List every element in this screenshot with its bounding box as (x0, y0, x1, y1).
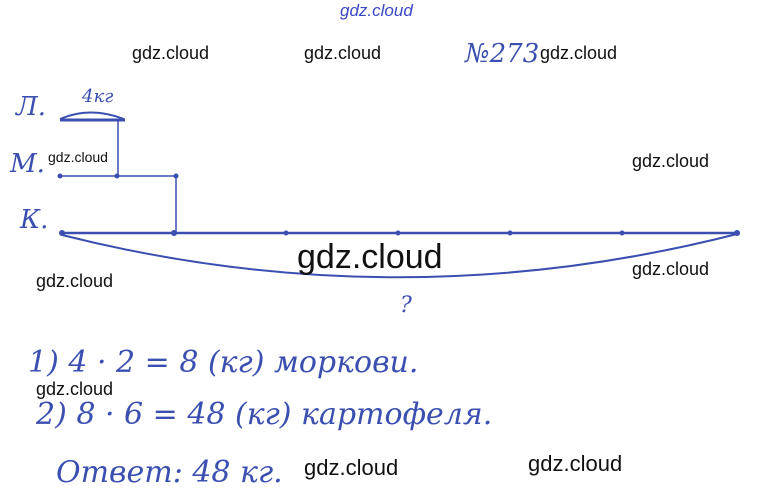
solution-step-1: 1) 4 · 2 = 8 (кг) моркови. (28, 345, 418, 380)
question-mark: ? (400, 293, 412, 318)
watermark: gdz.cloud (304, 43, 382, 63)
watermark: gdz.cloud (132, 43, 210, 63)
watermark: gdz.cloud (632, 259, 710, 279)
watermark-top: gdz.cloud (340, 1, 413, 20)
watermark: gdz.cloud (304, 455, 399, 480)
solution-step-2: 2) 8 · 6 = 48 (кг) картофеля. (35, 397, 492, 432)
watermark: gdz.cloud (36, 271, 114, 291)
label-m: М. (9, 149, 45, 179)
watermark: gdz.cloud (632, 151, 710, 171)
watermark: gdz.cloud (48, 149, 108, 165)
solution-answer: Ответ: 48 кг. (56, 455, 283, 490)
watermark-large: gdz.cloud (297, 238, 443, 276)
label-k: К. (19, 205, 48, 235)
watermark: gdz.cloud (528, 451, 623, 476)
segment-label: 4кг (81, 86, 113, 107)
problem-number: №273 (464, 39, 539, 69)
bottom-brace (61, 233, 738, 279)
label-l: Л. (14, 92, 46, 122)
watermark: gdz.cloud (540, 43, 618, 63)
watermark: gdz.cloud (36, 379, 114, 399)
top-brace (59, 111, 125, 120)
